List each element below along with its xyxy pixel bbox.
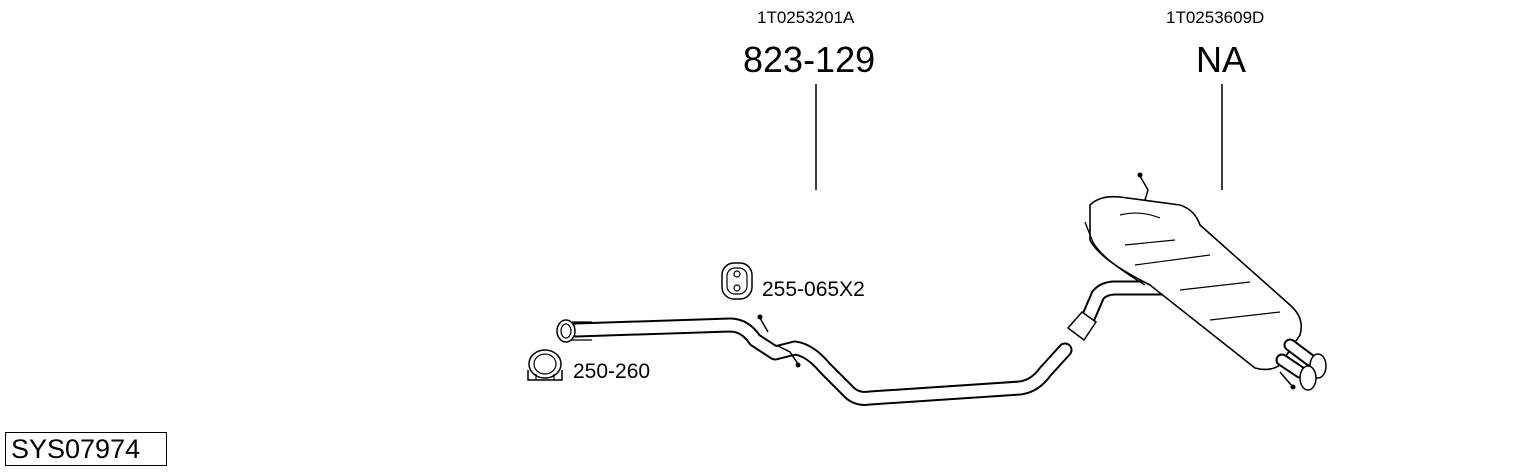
part-number-middle-pipe[interactable]: 823-129 bbox=[743, 39, 876, 80]
part-number-clamp[interactable]: 250-260 bbox=[573, 360, 651, 383]
part-number-hanger[interactable]: 255-065X2 bbox=[762, 278, 865, 301]
oem-number-rear-silencer: 1T0253609D bbox=[1166, 8, 1265, 27]
rubber-hanger-icon[interactable] bbox=[721, 262, 753, 300]
part-number-rear-silencer[interactable]: NA bbox=[1196, 39, 1247, 80]
rear-silencer[interactable] bbox=[1066, 172, 1327, 391]
oem-number-middle-pipe: 1T0253201A bbox=[757, 8, 855, 27]
pipe-clamp-icon[interactable] bbox=[527, 349, 563, 381]
system-code-box: SYS07974 bbox=[5, 432, 167, 466]
middle-pipe[interactable] bbox=[556, 314, 1073, 406]
